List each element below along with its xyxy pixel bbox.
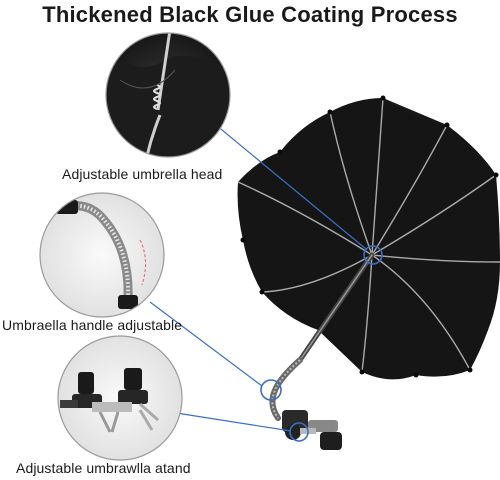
marker-head <box>363 245 383 265</box>
callout-label-stand: Adjustable umbrawlla atand <box>16 460 191 476</box>
callout-label-head: Adjustable umbrella head <box>62 166 223 182</box>
marker-handle <box>260 379 282 401</box>
callout-lines <box>149 124 367 432</box>
marker-stand <box>289 422 309 442</box>
umbrella-pole <box>269 252 375 421</box>
callout-label-handle: Umbraella handle adjustable <box>2 317 183 333</box>
umbrella-canopy <box>237 95 500 380</box>
zoom-umbrella-head <box>105 32 231 158</box>
zoom-handle <box>39 192 165 318</box>
page-title: Thickened Black Glue Coating Process <box>42 2 458 27</box>
zoom-stand <box>57 335 183 461</box>
